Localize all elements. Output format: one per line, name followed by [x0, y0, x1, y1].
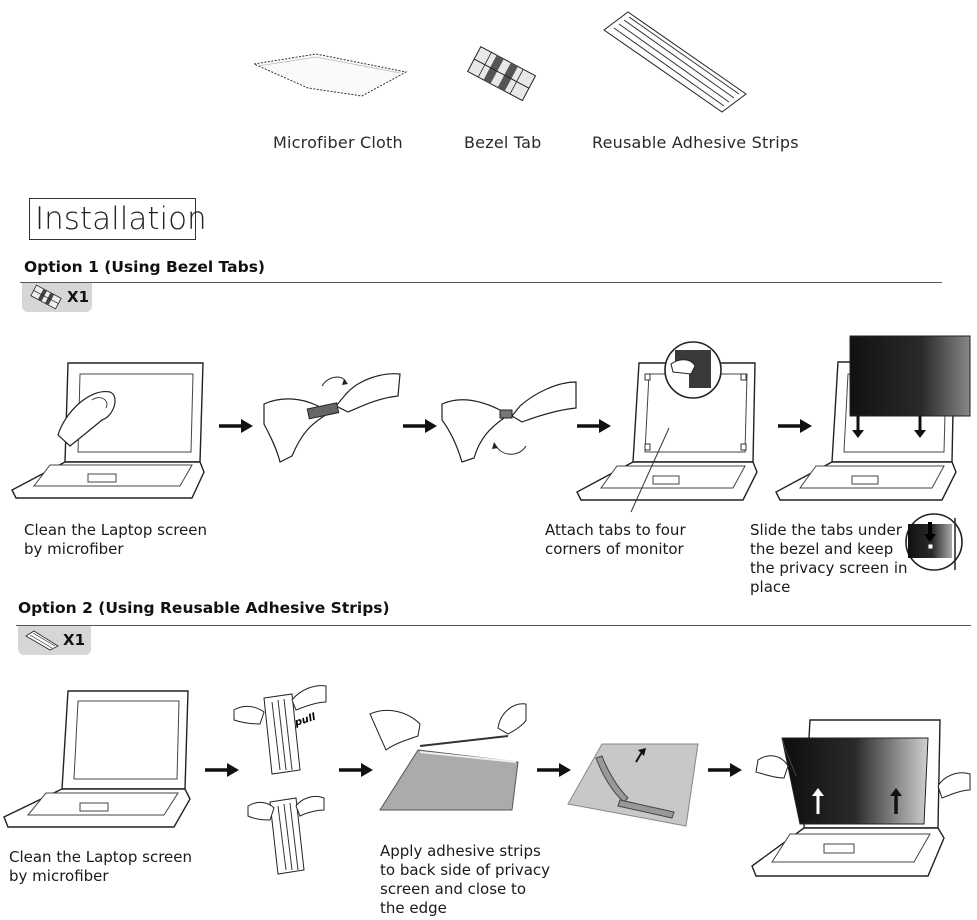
option2-step4-illustration	[566, 742, 706, 836]
laptop-icon	[3, 690, 191, 828]
option1-step4-illustration	[575, 340, 775, 519]
option1-rule	[20, 282, 942, 283]
hands-fold-tab-icon	[263, 373, 401, 463]
option1-step1-illustration	[10, 360, 210, 509]
option1-title: Option 1 (Using Bezel Tabs)	[24, 258, 265, 276]
option2-badge: X1	[18, 626, 91, 655]
laptop-apply-filter-icon	[751, 719, 971, 877]
installation-heading: Installation	[29, 198, 207, 240]
laptop-tabs-icon	[576, 341, 758, 513]
option2-step5-illustration	[751, 716, 974, 910]
arrow-right-icon	[537, 762, 571, 781]
arrow-right-icon	[219, 418, 253, 437]
arrow-right-icon	[205, 762, 239, 781]
option2-rule	[16, 625, 971, 626]
accessory-label-cloth: Microfiber Cloth	[273, 133, 403, 152]
option1-badge: X1	[22, 283, 92, 312]
arrow-right-icon	[778, 418, 812, 437]
accessory-label-bezel-tab: Bezel Tab	[464, 133, 542, 152]
arrow-right-icon	[577, 418, 611, 437]
option2-step1-text: Clean the Laptop screen by microfiber	[9, 848, 193, 885]
accessory-cloth-illustration	[248, 50, 408, 104]
peel-strips-icon: pull	[233, 685, 327, 875]
bezel-tab-icon	[466, 46, 537, 102]
hands-peel-tab-icon	[441, 381, 577, 463]
microfiber-cloth-icon	[252, 53, 408, 97]
arrow-right-icon	[708, 762, 742, 781]
accessory-bezel-tab-illustration	[462, 46, 542, 104]
arrow-right-icon	[339, 762, 373, 781]
option2-step1-illustration	[2, 689, 202, 838]
option1-step3-illustration	[440, 376, 580, 470]
arrow-right-icon	[403, 418, 437, 437]
apply-strip-icon	[369, 703, 527, 811]
pull-label: pull	[293, 712, 318, 729]
accessory-strips-illustration	[600, 8, 750, 124]
option1-step1-text: Clean the Laptop screen by microfiber	[24, 521, 208, 558]
option2-step3-illustration	[368, 700, 528, 819]
bezel-tab-icon	[30, 284, 62, 310]
option2-step2-illustration: pull	[230, 680, 330, 884]
option1-step5-text: Slide the tabs under the bezel and keep …	[750, 521, 908, 596]
option2-badge-count: X1	[63, 631, 86, 649]
strip-on-filter-icon	[567, 743, 699, 827]
option2-step3-text: Apply adhesive strips to back side of pr…	[380, 842, 551, 917]
option1-badge-count: X1	[67, 288, 90, 306]
laptop-clean-icon	[11, 362, 205, 499]
laptop-slide-filter-icon	[775, 335, 971, 571]
adhesive-strips-icon	[25, 630, 59, 651]
accessory-label-strips: Reusable Adhesive Strips	[592, 133, 799, 152]
option2-title: Option 2 (Using Reusable Adhesive Strips…	[18, 599, 390, 617]
adhesive-strips-icon	[603, 11, 747, 113]
option1-step4-text: Attach tabs to four corners of monitor	[545, 521, 686, 558]
option1-step5-illustration	[774, 334, 974, 578]
option1-step2-illustration	[262, 366, 402, 470]
